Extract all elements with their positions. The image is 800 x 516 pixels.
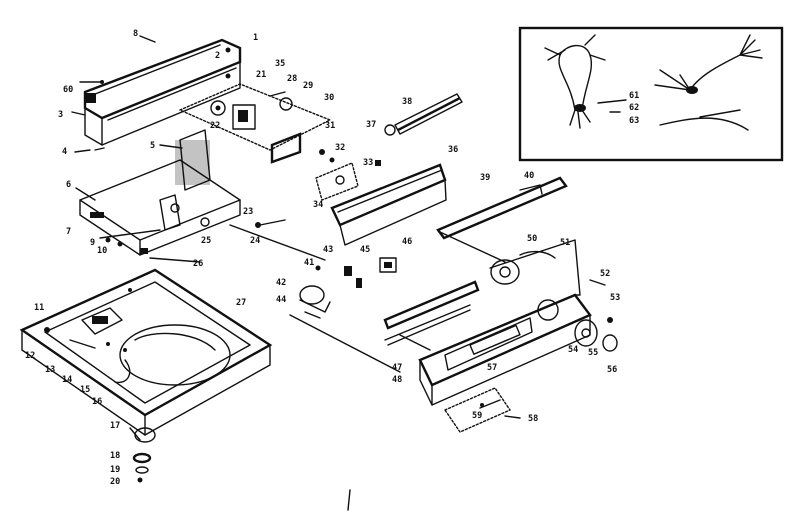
leader-lines [71,35,627,511]
callout-label-53: 53 [610,293,620,303]
bottom-bracket [444,387,511,433]
callout-label-52: 52 [600,269,610,279]
callout-label-26: 26 [193,259,203,269]
callout-label-15: 15 [80,385,90,395]
callout-label-11: 11 [34,303,44,313]
control-cover [79,129,241,256]
backsplash [330,163,447,246]
callout-label-21: 21 [256,70,266,80]
callout-label-8: 8 [133,29,138,39]
callout-label-48: 48 [392,375,402,385]
callout-label-28: 28 [287,74,297,84]
callout-label-9: 9 [90,238,95,248]
top-cover [19,268,273,436]
callout-label-47: 47 [392,363,402,373]
lower-parts [129,427,156,483]
callout-label-4: 4 [62,147,67,157]
callout-label-40: 40 [524,171,534,181]
wire-harness-inset [518,26,784,162]
callout-label-45: 45 [360,245,370,255]
callout-label-36: 36 [448,145,458,155]
console-housing [79,38,242,151]
rail [436,176,568,240]
callout-label-16: 16 [92,397,102,407]
callout-label-14: 14 [62,375,72,385]
callout-label-33: 33 [363,158,373,168]
callout-label-24: 24 [250,236,260,246]
lid-switch [69,307,131,384]
callout-label-32: 32 [335,143,345,153]
callout-label-62: 62 [629,103,639,113]
callout-label-59: 59 [472,411,482,421]
callout-label-57: 57 [487,363,497,373]
front-panel [418,239,592,406]
callout-label-27: 27 [236,298,246,308]
callout-label-38: 38 [402,97,412,107]
callout-label-12: 12 [25,351,35,361]
callout-label-60: 60 [63,85,73,95]
callout-label-22: 22 [210,121,220,131]
callout-label-35: 35 [275,59,285,69]
knobs-right [574,317,618,352]
callout-label-5: 5 [150,141,155,151]
callout-label-10: 10 [97,246,107,256]
callout-label-44: 44 [276,295,286,305]
callout-label-56: 56 [607,365,617,375]
callout-label-18: 18 [110,451,120,461]
callout-label-58: 58 [528,414,538,424]
hardware-left [99,219,286,263]
callout-label-13: 13 [45,365,55,375]
callout-label-19: 19 [110,465,120,475]
callout-label-46: 46 [402,237,412,247]
center-parts [315,93,463,201]
callout-label-2: 2 [215,51,220,61]
callout-label-29: 29 [303,81,313,91]
callout-label-41: 41 [304,258,314,268]
callout-label-3: 3 [58,110,63,120]
callout-label-39: 39 [480,173,490,183]
callout-label-54: 54 [568,345,578,355]
callout-label-20: 20 [110,477,120,487]
callout-label-61: 61 [629,91,639,101]
timer-assembly [179,83,331,164]
knob-parts [299,257,397,319]
callout-label-63: 63 [629,116,639,126]
callout-label-37: 37 [366,120,376,130]
callout-labels: 1234567891011121314151617181920212223242… [25,29,639,487]
callout-label-31: 31 [325,121,335,131]
callout-label-23: 23 [243,207,253,217]
callout-label-25: 25 [201,236,211,246]
callout-label-51: 51 [560,238,570,248]
trim-strip [383,280,480,346]
callout-label-6: 6 [66,180,71,190]
callout-label-34: 34 [313,200,323,210]
callout-label-1: 1 [253,33,258,43]
callout-label-42: 42 [276,278,286,288]
callout-label-17: 17 [110,421,120,431]
callout-label-43: 43 [323,245,333,255]
callout-label-7: 7 [66,227,71,237]
callout-label-50: 50 [527,234,537,244]
callout-label-55: 55 [588,348,598,358]
callout-label-30: 30 [324,93,334,103]
